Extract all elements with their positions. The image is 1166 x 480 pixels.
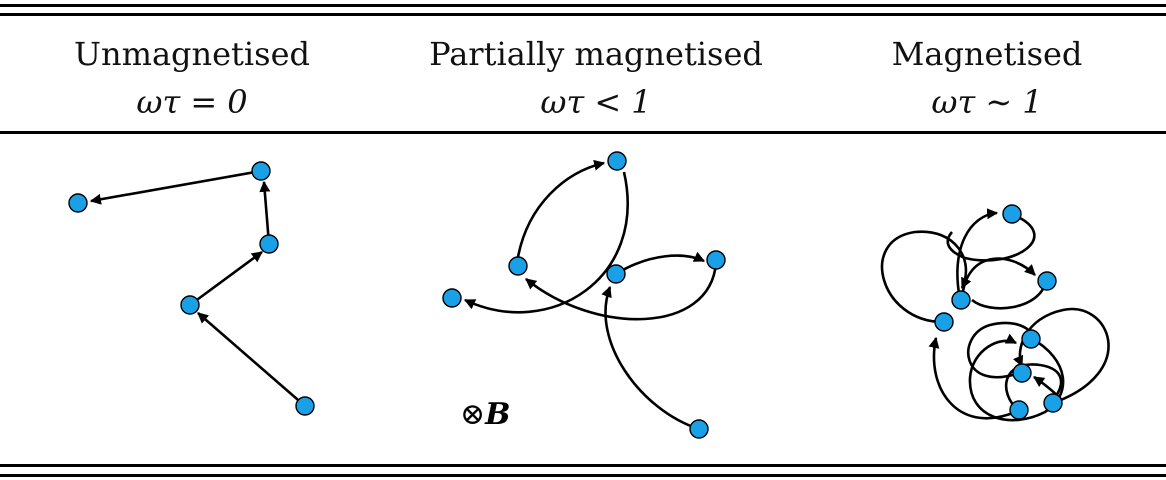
step-arc: [516, 159, 606, 258]
magnetic-field-label: ⊗B: [460, 397, 511, 432]
particle-dot: [1009, 400, 1029, 420]
top-rule-inner: [0, 13, 1166, 16]
field-variable: B: [485, 397, 511, 432]
gyration-loop: [971, 280, 1048, 310]
particle-dot: [508, 256, 528, 276]
step-arc: [960, 257, 1036, 301]
particle-dot: [295, 396, 315, 416]
step-line: [189, 250, 263, 307]
particle-dot: [706, 250, 726, 270]
column-title: Unmagnetised: [74, 35, 310, 73]
column-condition: ωτ ∼ 1: [931, 83, 1043, 121]
bottom-rule-outer: [0, 474, 1166, 477]
particle-dot: [934, 312, 954, 332]
gyration-loop: [1013, 307, 1110, 405]
step-arc: [956, 208, 999, 300]
field-into-page-icon: ⊗: [460, 397, 486, 432]
top-rule-outer: [0, 4, 1166, 7]
particle-dot: [1012, 363, 1032, 383]
particle-dot: [607, 151, 627, 171]
step-arc: [615, 251, 705, 276]
step-line: [197, 312, 306, 407]
particle-dot: [606, 264, 626, 284]
magnetised-trajectory: [880, 204, 1110, 422]
particle-dot: [1002, 204, 1022, 224]
column-title: Partially magnetised: [429, 35, 763, 73]
particle-dot: [951, 290, 971, 310]
column-title: Magnetised: [891, 35, 1083, 73]
unmagnetised-trajectory: [68, 161, 315, 416]
column-condition: ωτ < 1: [540, 83, 652, 121]
column-header-magnetised: Magnetised ωτ ∼ 1: [797, 30, 1166, 126]
step-line: [89, 169, 262, 205]
particle-dot: [180, 295, 200, 315]
step-line: [259, 180, 271, 245]
particle-dot: [689, 419, 709, 439]
particle-dot: [1021, 329, 1041, 349]
particle-dot: [1037, 271, 1057, 291]
particle-dot: [259, 234, 279, 254]
column-condition: ωτ = 0: [136, 83, 248, 121]
gyration-loop: [1004, 363, 1063, 411]
particle-dot: [251, 161, 271, 181]
step-arc: [464, 171, 629, 314]
column-header-partially-magnetised: Partially magnetised ωτ < 1: [406, 30, 786, 126]
gyration-loop: [968, 333, 1065, 422]
gyration-loop: [880, 230, 972, 324]
header-rule: [0, 131, 1166, 134]
step-arc: [601, 285, 700, 431]
partially-magnetised-trajectory: [442, 151, 726, 439]
step-arc: [928, 336, 1021, 420]
bottom-rule-inner: [0, 464, 1166, 467]
column-header-unmagnetised: Unmagnetised ωτ = 0: [2, 30, 382, 126]
particle-dot: [68, 193, 88, 213]
particle-dot: [1043, 393, 1063, 413]
step-arc: [525, 262, 718, 321]
particle-dot: [442, 288, 462, 308]
